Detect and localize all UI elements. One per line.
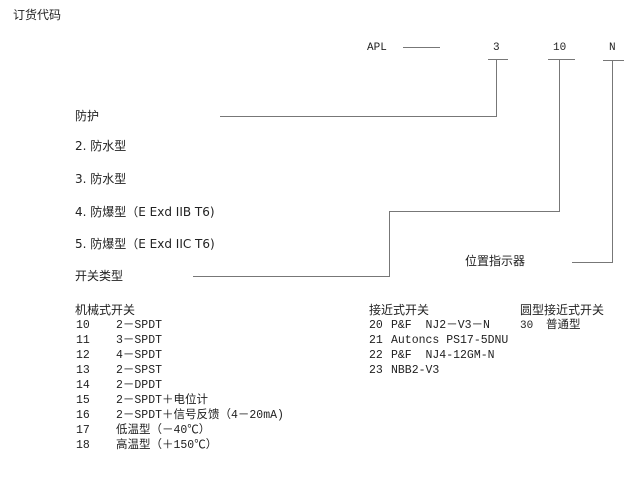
item-desc: 2－DPDT: [116, 379, 163, 392]
code-field-switch-type: 10: [553, 42, 567, 54]
item-desc: P&F NJ4-12GM-N: [391, 349, 495, 362]
field-tick-indicator: [603, 60, 624, 61]
item-code: 15: [76, 394, 90, 407]
item-code: 20: [369, 319, 383, 332]
item-desc: 2－SPST: [116, 364, 163, 377]
item-code: 11: [76, 334, 90, 347]
list-item: 21 Autoncs PS17-5DNU: [369, 332, 508, 348]
leader-indicator-vertical: [612, 60, 613, 263]
list-item: 20 P&F NJ2－V3－N: [369, 317, 490, 333]
leader-indicator-horizontal: [572, 262, 613, 263]
switch-type-label: 开关类型: [75, 269, 124, 283]
list-item: 30 普通型: [520, 317, 581, 334]
code-prefix: APL: [367, 42, 387, 54]
leader-switch-vertical-upper: [559, 59, 560, 212]
list-item: 15 2－SPDT＋电位计: [76, 392, 208, 408]
list-item: 23 NBB2-V3: [369, 362, 439, 378]
item-desc: NBB2-V3: [391, 364, 440, 377]
item-code: 23: [369, 364, 383, 377]
item-code: 22: [369, 349, 383, 362]
list-item: 18 高温型（＋150℃）: [76, 437, 217, 453]
item-code: 13: [76, 364, 90, 377]
item-code: 10: [76, 319, 90, 332]
leader-switch-vertical-lower: [389, 211, 390, 277]
item-code: 18: [76, 439, 90, 452]
item-desc: 高温型（＋150℃）: [116, 439, 218, 452]
item-desc: Autoncs PS17-5DNU: [391, 334, 509, 347]
leader-switch-horizontal-mid: [389, 211, 560, 212]
protection-option: 3. 防水型: [75, 172, 127, 186]
item-code: 14: [76, 379, 90, 392]
position-indicator-label: 位置指示器: [465, 254, 526, 268]
item-desc: 2－SPDT: [116, 319, 163, 332]
list-item: 12 4－SPDT: [76, 347, 162, 363]
item-desc: P&F NJ2－V3－N: [391, 319, 490, 332]
leader-protection-vertical: [496, 59, 497, 117]
mechanical-heading: 机械式开关: [75, 303, 136, 317]
item-desc: 普通型: [546, 317, 581, 331]
protection-option: 2. 防水型: [75, 139, 127, 153]
item-desc: 4－SPDT: [116, 349, 163, 362]
list-item: 17 低温型（－40℃）: [76, 422, 210, 438]
code-field-protection: 3: [493, 42, 500, 54]
item-code: 30: [520, 320, 534, 332]
item-desc: 3－SPDT: [116, 334, 163, 347]
protection-option: 5. 防爆型（E Exd IIC T6): [75, 237, 215, 251]
item-desc: 低温型（－40℃）: [116, 424, 211, 437]
list-item: 14 2－DPDT: [76, 377, 162, 393]
field-tick-switch-type: [548, 59, 575, 60]
page-title: 订货代码: [13, 8, 62, 22]
list-item: 10 2－SPDT: [76, 317, 162, 333]
leader-switch-horizontal: [193, 276, 390, 277]
field-tick-protection: [488, 59, 508, 60]
round-proximity-heading: 圆型接近式开关: [520, 303, 605, 317]
protection-label: 防护: [75, 109, 100, 123]
list-item: 22 P&F NJ4-12GM-N: [369, 347, 495, 363]
code-field-indicator: N: [609, 42, 616, 54]
code-separator-line: [403, 47, 440, 48]
proximity-heading: 接近式开关: [369, 303, 430, 317]
list-item: 16 2－SPDT＋信号反馈（4－20mA): [76, 407, 284, 423]
item-code: 17: [76, 424, 90, 437]
list-item: 13 2－SPST: [76, 362, 162, 378]
leader-protection-horizontal: [220, 116, 497, 117]
protection-option: 4. 防爆型（E Exd IIB T6): [75, 205, 215, 219]
item-code: 12: [76, 349, 90, 362]
list-item: 11 3－SPDT: [76, 332, 162, 348]
item-code: 16: [76, 409, 90, 422]
item-desc: 2－SPDT＋信号反馈（4－20mA): [116, 409, 284, 422]
item-code: 21: [369, 334, 383, 347]
item-desc: 2－SPDT＋电位计: [116, 394, 209, 407]
